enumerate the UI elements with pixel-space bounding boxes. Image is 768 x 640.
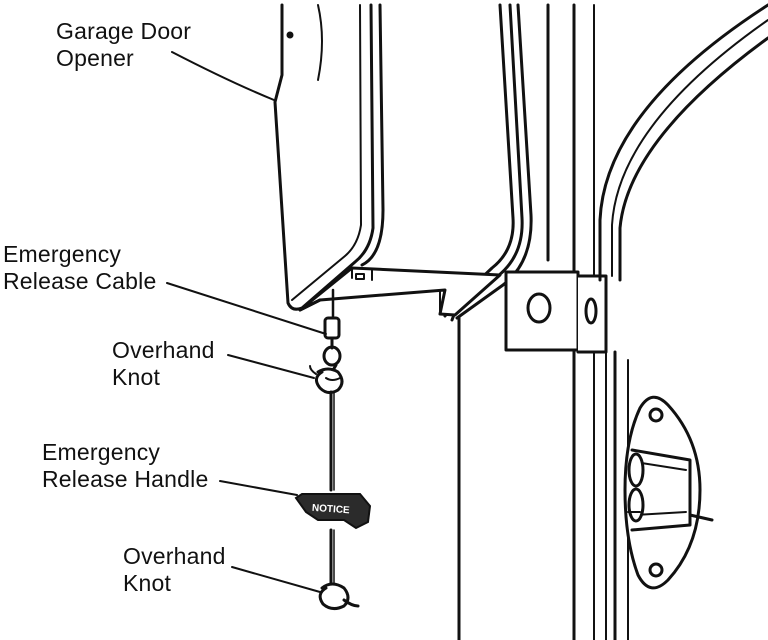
label-line: Overhand	[112, 337, 215, 363]
label-line: Release Cable	[3, 268, 157, 294]
label-line: Emergency	[42, 439, 161, 465]
roller-hinge	[623, 395, 714, 590]
label-overhand-knot-top: Overhand Knot	[112, 337, 215, 391]
label-emergency-release-cable: Emergency Release Cable	[3, 241, 156, 295]
label-line: Opener	[56, 45, 134, 71]
label-overhand-knot-bottom: Overhand Knot	[123, 543, 226, 597]
rail-bracket	[298, 3, 533, 322]
leader-lines	[166, 51, 327, 593]
release-handle[interactable]: NOTICE	[294, 493, 372, 530]
label-line: Garage Door	[56, 18, 192, 44]
handle-notice-text: NOTICE	[312, 503, 351, 517]
label-line: Knot	[123, 570, 172, 596]
door-track	[598, 3, 768, 640]
label-garage-door-opener: Garage Door Opener	[56, 18, 191, 72]
label-line: Emergency	[3, 241, 122, 267]
label-line: Overhand	[123, 543, 226, 569]
label-line: Release Handle	[42, 466, 209, 492]
label-line: Knot	[112, 364, 161, 390]
label-emergency-release-handle: Emergency Release Handle	[42, 439, 208, 493]
opener-housing	[273, 3, 375, 311]
release-cable	[309, 288, 360, 611]
door-bracket	[504, 270, 608, 354]
